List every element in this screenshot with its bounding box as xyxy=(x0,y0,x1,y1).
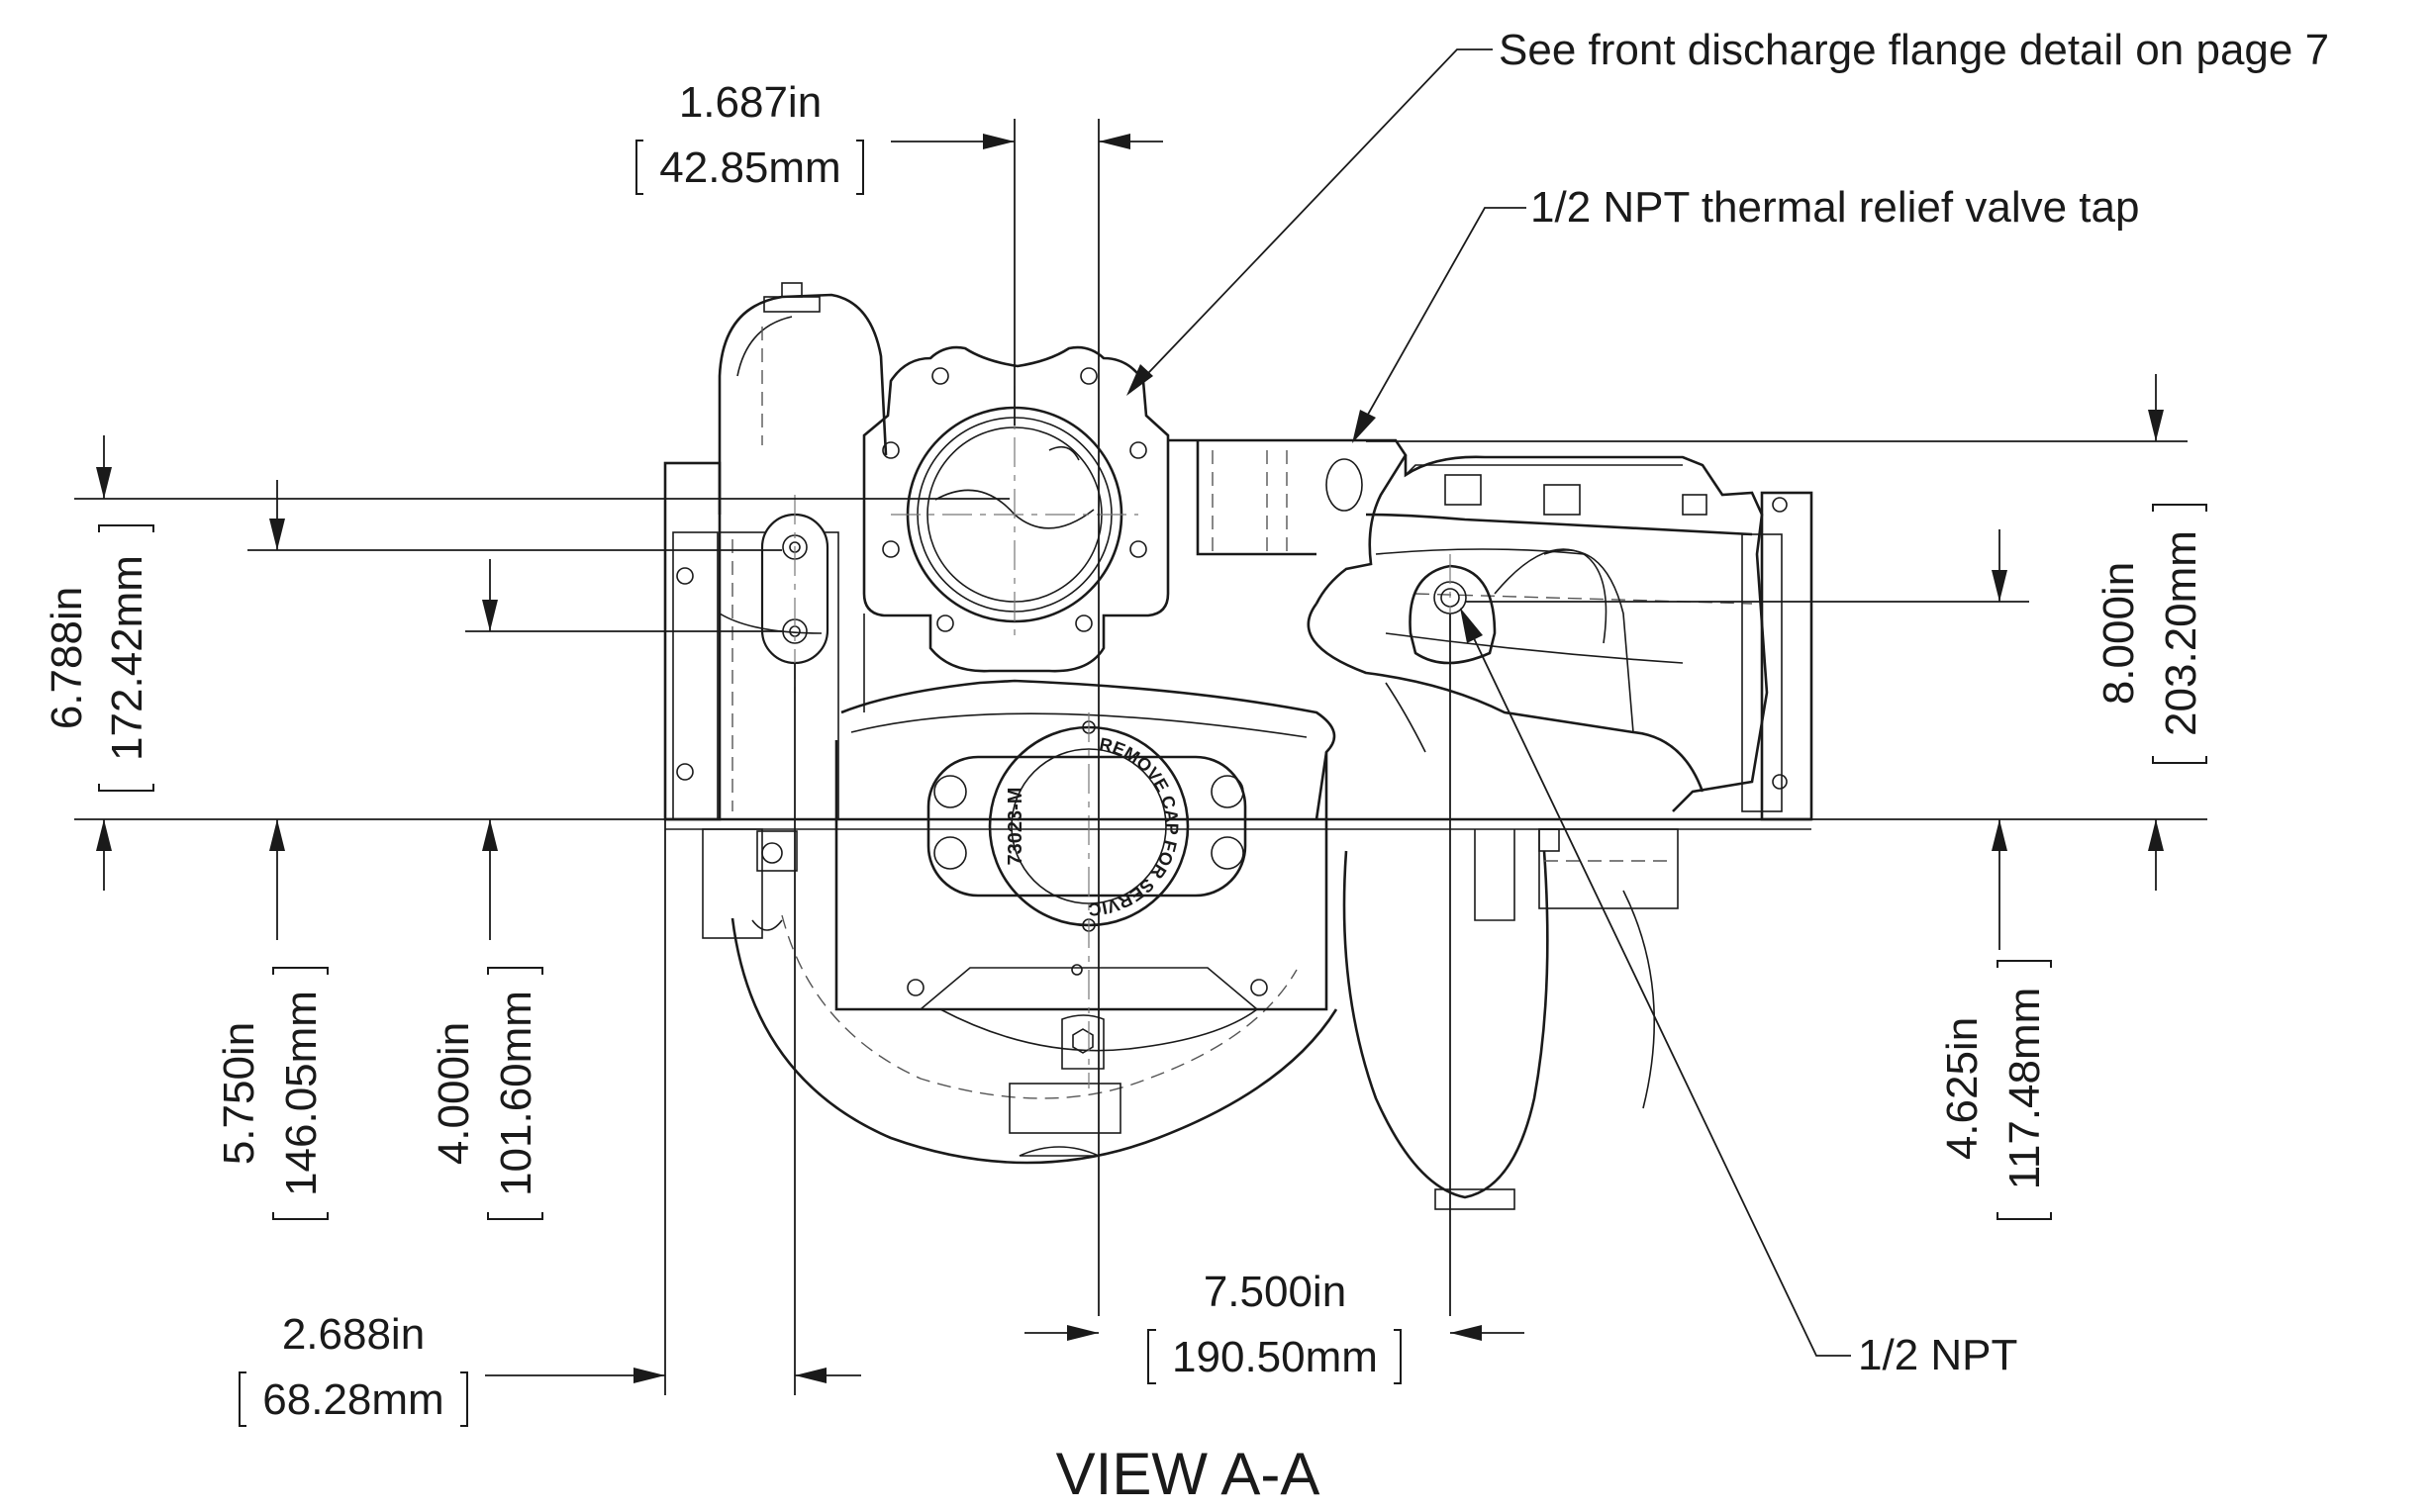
middle-housing xyxy=(719,613,1336,820)
right-manifold xyxy=(1168,438,1769,812)
note-npt: 1/2 NPT xyxy=(1858,1331,2017,1379)
lower-left-fitting xyxy=(702,828,798,939)
dim-6788-mm: 172.42mm xyxy=(103,555,151,761)
dim-2688-mm: 68.28mm xyxy=(262,1375,443,1424)
cap-part-number: 73023-M xyxy=(1005,788,1026,866)
dim-4000-in: 4.000in xyxy=(430,1022,478,1165)
cover-plate xyxy=(834,720,1328,1070)
lower-gear-housing xyxy=(730,914,1338,1165)
lower-right-tank xyxy=(1342,828,1679,1210)
cap-service-text: REMOVE CAP FOR SERVICE xyxy=(0,0,1182,919)
dim-5750-in: 5.750in xyxy=(215,1022,263,1165)
dim-6788-in: 6.788in xyxy=(43,587,91,729)
note-text: See front discharge flange detail on pag… xyxy=(1499,26,2329,1379)
dim-8000-in: 8.000in xyxy=(2094,562,2143,705)
note-thermal-relief: 1/2 NPT thermal relief valve tap xyxy=(1530,183,2139,232)
dimension-text: 1.687in 42.85mm 6.788in 172.42mm 8.000in… xyxy=(43,78,2205,1424)
discharge-flange xyxy=(862,345,1170,673)
thermal-relief-boss xyxy=(1409,548,1607,665)
dim-5750-mm: 146.05mm xyxy=(277,991,326,1196)
dim-7500-mm: 190.50mm xyxy=(1172,1333,1378,1381)
dim-4625-in: 4.625in xyxy=(1938,1017,1987,1160)
view-title: VIEW A-A xyxy=(1056,1441,1320,1507)
dim-1687-in: 1.687in xyxy=(679,78,822,127)
dim-7500-in: 7.500in xyxy=(1204,1268,1346,1316)
dim-4625-mm: 117.48mm xyxy=(2000,988,2049,1190)
dim-2688-in: 2.688in xyxy=(282,1310,425,1359)
dimension-arrows xyxy=(96,134,2164,1383)
leader-lines xyxy=(1126,48,1851,1357)
pump-body xyxy=(663,282,1813,1210)
right-bracket xyxy=(1741,491,1813,821)
cap-text: 73023-M REMOVE CAP FOR SERVICE xyxy=(0,0,1182,919)
dim-4000-mm: 101.60mm xyxy=(492,991,540,1196)
left-tower xyxy=(718,282,888,515)
extension-lines xyxy=(74,119,2207,1395)
dimension-brackets xyxy=(98,140,2207,1427)
dim-1687-mm: 42.85mm xyxy=(659,143,840,192)
dim-8000-mm: 203.20mm xyxy=(2157,530,2205,736)
note-front-flange: See front discharge flange detail on pag… xyxy=(1499,26,2329,74)
